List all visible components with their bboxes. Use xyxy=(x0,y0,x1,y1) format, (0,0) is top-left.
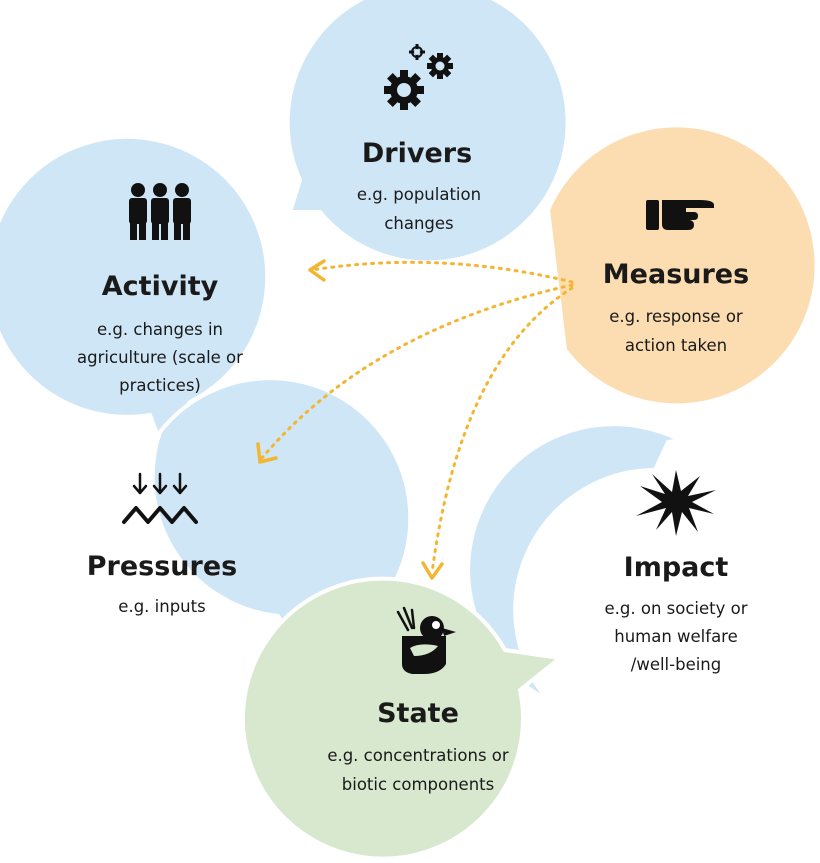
burst-icon xyxy=(636,470,716,536)
arrow-head-state xyxy=(421,561,444,580)
arrow-head-pressures xyxy=(256,442,278,464)
measures-node xyxy=(545,123,819,408)
activity-desc-line-3: practices) xyxy=(119,376,201,395)
impact-desc-line-1: e.g. on society or xyxy=(604,599,747,618)
gears-icon xyxy=(384,44,453,110)
state-title: State xyxy=(377,698,459,729)
state-desc-line-2: biotic components xyxy=(342,775,494,794)
activity-desc-line-1: e.g. changes in xyxy=(97,320,223,339)
drivers-desc-line-1: e.g. population xyxy=(357,185,481,204)
drivers-desc-line-2: changes xyxy=(384,214,453,233)
drivers-title: Drivers xyxy=(362,138,472,169)
activity-bubble xyxy=(0,134,270,447)
impact-title: Impact xyxy=(624,552,729,583)
impact-bubble xyxy=(466,422,687,702)
feedback-arrows xyxy=(256,259,574,580)
measures-title: Measures xyxy=(603,259,749,290)
arrow-head-activity xyxy=(308,259,326,282)
measures-desc-line-2: action taken xyxy=(625,336,727,355)
activity-desc-line-2: agriculture (scale or xyxy=(77,348,243,367)
measures-bubble xyxy=(545,123,819,408)
pressures-title: Pressures xyxy=(87,551,237,582)
arrow-measures-to-activity xyxy=(310,260,574,284)
impact-desc-line-3: /well-being xyxy=(631,655,721,674)
arrow-measures-to-pressures xyxy=(260,283,574,460)
people-icon xyxy=(129,183,191,240)
state-node xyxy=(241,576,565,861)
impact-node xyxy=(466,422,687,702)
state-bubble xyxy=(241,576,565,861)
arrow-measures-to-state xyxy=(430,286,574,575)
pressures-desc-line-1: e.g. inputs xyxy=(118,597,205,616)
activity-title: Activity xyxy=(102,271,219,302)
impact-desc-line-2: human welfare xyxy=(614,627,738,646)
state-desc-line-1: e.g. concentrations or xyxy=(327,746,509,765)
duck-icon xyxy=(396,606,456,674)
pointing-hand-icon xyxy=(646,200,714,230)
activity-node xyxy=(0,134,270,447)
inputs-waves-icon xyxy=(122,472,198,524)
measures-desc-line-1: e.g. response or xyxy=(609,307,743,326)
